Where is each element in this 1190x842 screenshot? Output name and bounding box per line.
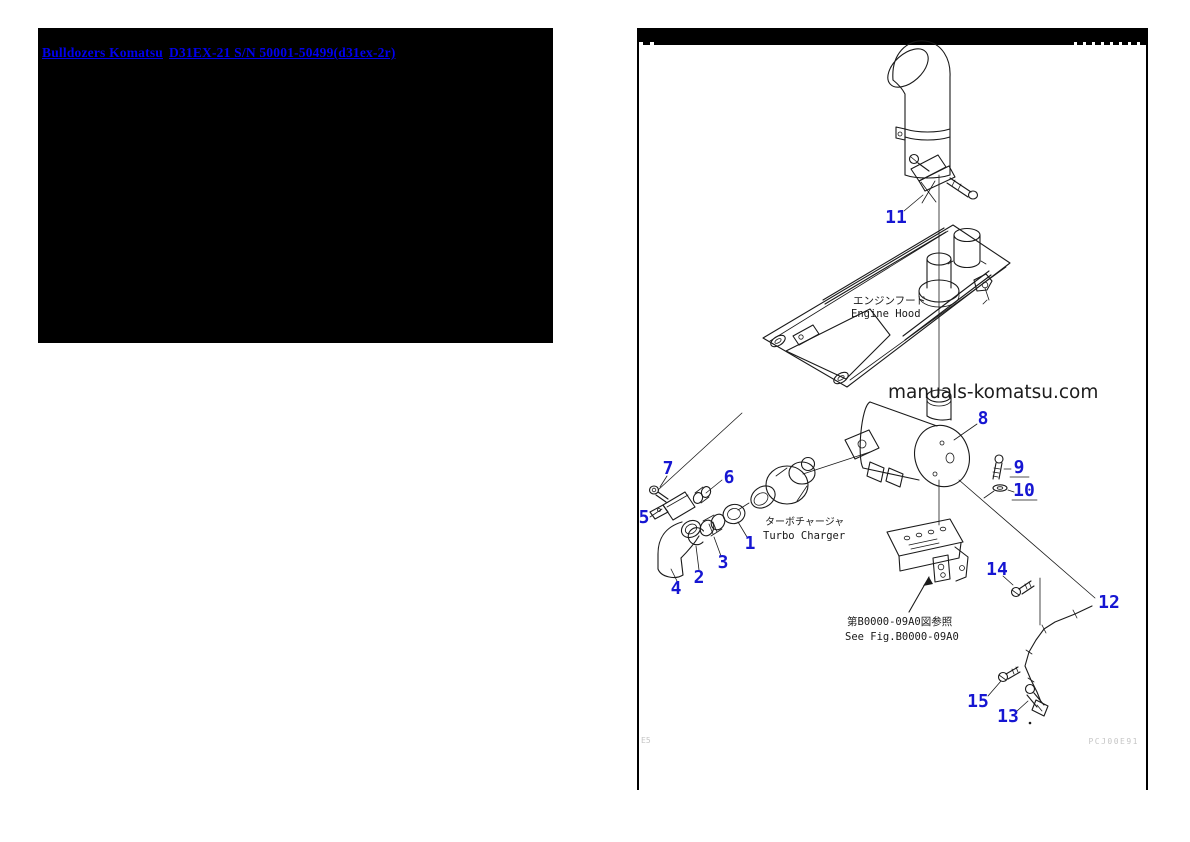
corner-code-right: PCJ00E91 — [1088, 737, 1139, 746]
part-callout-11[interactable]: 11 — [885, 207, 907, 228]
washer-10-art — [983, 484, 1008, 499]
muffler-art — [844, 389, 970, 488]
watermark-text: manuals-komatsu.com — [888, 382, 1098, 403]
part-callout-14[interactable]: 14 — [986, 559, 1008, 580]
bolt-9-art — [992, 454, 1004, 480]
part-callout-13[interactable]: 13 — [997, 706, 1019, 727]
parts-diagram-panel: エンジンフード Engine Hood manuals-komatsu.com — [637, 28, 1148, 790]
part-callout-2[interactable]: 2 — [693, 567, 705, 588]
see-fig-label-en: See Fig.B0000-09A0 — [845, 631, 959, 643]
breadcrumb-link-category[interactable]: Bulldozers Komatsu — [42, 45, 163, 60]
part-callout-4[interactable]: 4 — [670, 578, 682, 599]
bar-tick-marks-right — [1074, 42, 1140, 45]
breadcrumb: Bulldozers Komatsu D31EX-21 S/N 50001-50… — [42, 45, 553, 61]
part-callout-3[interactable]: 3 — [717, 552, 729, 573]
engine-hood-art — [762, 224, 1011, 388]
coupling-3-art — [699, 513, 726, 537]
part-callout-15[interactable]: 15 — [967, 691, 989, 712]
part-callout-12[interactable]: 12 — [1098, 592, 1120, 613]
corner-code-left: E5 — [641, 736, 651, 745]
clamp-13-art — [1024, 683, 1045, 725]
header-black-panel: Bulldozers Komatsu D31EX-21 S/N 50001-50… — [38, 28, 553, 343]
snap-ring-2-art — [687, 527, 705, 546]
engine-hood-label-en: Engine Hood — [851, 308, 921, 320]
parts-diagram-drawing: エンジンフード Engine Hood manuals-komatsu.com — [648, 40, 1098, 725]
part-callout-8[interactable]: 8 — [977, 408, 989, 429]
see-fig-arrow — [908, 576, 933, 613]
mount-bracket-art — [886, 518, 969, 583]
diagram-top-bar — [637, 28, 1148, 45]
part-callout-1[interactable]: 1 — [744, 533, 756, 554]
breadcrumb-link-model[interactable]: D31EX-21 S/N 50001-50499(d31ex-2r) — [168, 45, 396, 60]
part-callout-6[interactable]: 6 — [723, 467, 735, 488]
bolt-7-art — [648, 485, 669, 503]
exhaust-pipe-art — [887, 40, 951, 179]
part-callout-5[interactable]: 5 — [638, 507, 650, 528]
leader-lines — [649, 412, 1096, 712]
bolt-15-art — [997, 666, 1021, 683]
part-callout-9[interactable]: 9 — [1013, 457, 1025, 478]
elbow-4-art — [657, 519, 702, 578]
bolt-14-art — [1010, 580, 1035, 598]
turbo-label-en: Turbo Charger — [763, 530, 845, 542]
pipe-clamp-art — [903, 153, 979, 212]
see-fig-label-jp: 第B0000-09A0図参照 — [847, 615, 953, 628]
bar-tick-marks-left — [639, 42, 661, 45]
part-callout-10[interactable]: 10 — [1013, 480, 1035, 501]
bracket-5-art — [649, 491, 696, 521]
engine-hood-label-jp: エンジンフード — [853, 295, 926, 307]
part-callout-7[interactable]: 7 — [662, 458, 674, 479]
turbo-charger-art — [737, 456, 816, 511]
clamp-6-art — [692, 486, 712, 504]
turbo-label-jp: ターボチャージャ — [765, 516, 844, 528]
